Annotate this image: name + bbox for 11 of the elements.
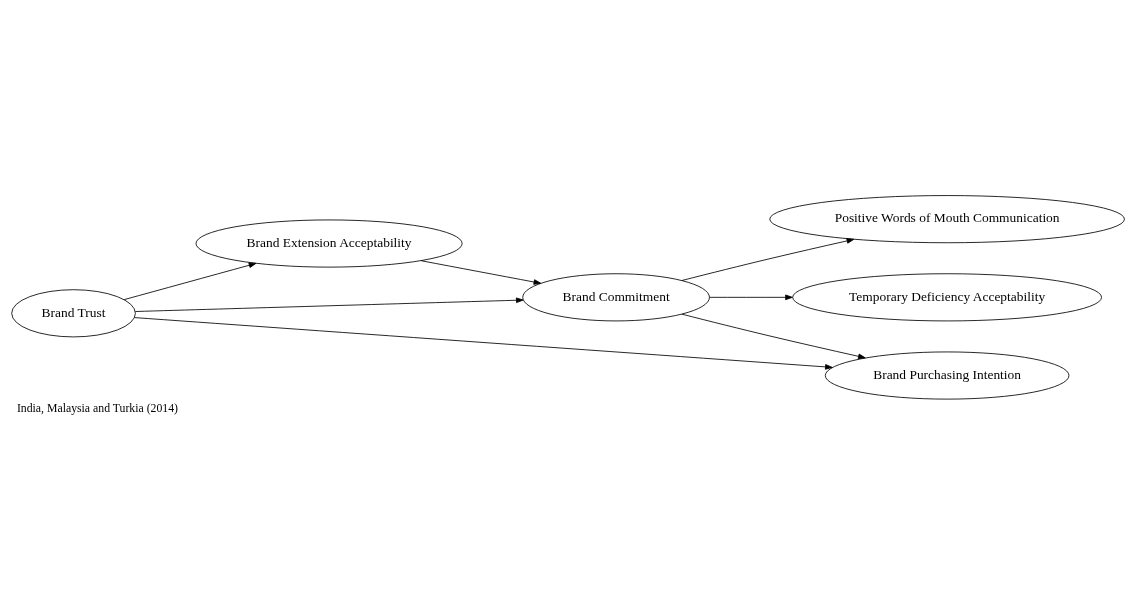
arrow: [681, 238, 855, 281]
arrow: [134, 317, 833, 370]
arrow: [709, 294, 793, 301]
arrow: [123, 262, 257, 301]
node-ellipse: Brand Trust: [11, 289, 136, 338]
node-ellipse: Brand Commitment: [522, 273, 710, 322]
arrow: [681, 313, 866, 360]
arrow: [420, 260, 542, 285]
arrow: [134, 297, 524, 312]
caption: India, Malaysia and Turkia (2014): [16, 402, 179, 416]
node-ellipse: Temporary Deficiency Acceptability: [792, 273, 1102, 322]
